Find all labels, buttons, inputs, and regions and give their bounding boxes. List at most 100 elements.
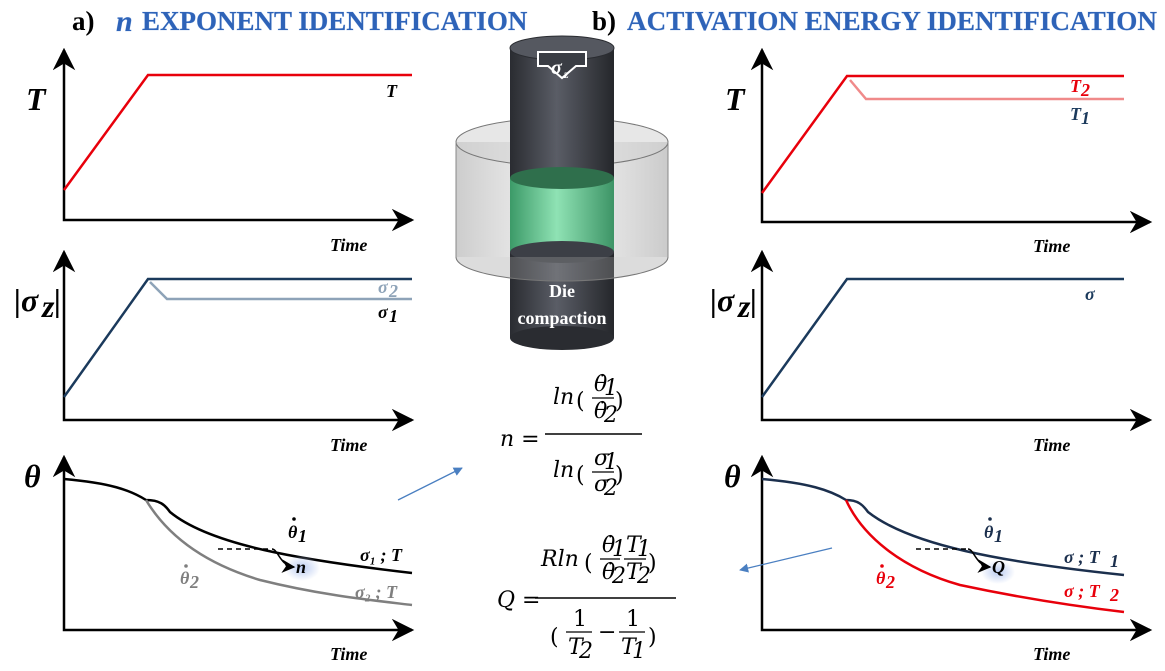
x-axis-label: Time — [1033, 644, 1070, 664]
curve-1-label: σ₁ ; T — [360, 545, 403, 565]
theta-dot-2-dot — [184, 564, 188, 568]
curve-2-label: σ ; T — [1064, 581, 1101, 601]
eq-Q-t1-sub: 1 — [612, 537, 626, 562]
sigma-2-sub: 2 — [388, 281, 398, 301]
sample-top — [510, 167, 614, 189]
theta-dot-1-sub: 1 — [994, 526, 1003, 546]
die-compaction-illustration: σ z Die compaction — [455, 35, 669, 350]
connector-arrow-b — [739, 547, 833, 573]
x-axis-label: Time — [1033, 236, 1070, 256]
load-arrow — [537, 51, 587, 80]
theta-dot-1-dot — [988, 517, 992, 521]
panel-a-symbol: n — [116, 5, 133, 38]
panel-b-letter: b) — [592, 6, 616, 36]
y-axis-label-sub: z — [41, 288, 55, 324]
panel-b-temperature-plot: T Time T 2 T 1 — [725, 47, 1153, 256]
T1-label: T — [1070, 104, 1082, 124]
eq-Q-den-one-a: 1 — [573, 607, 587, 632]
sigma-1-label: σ — [378, 302, 389, 322]
eq-Q-num-lparen: ( — [584, 551, 593, 576]
panel-b-stress-plot: |σ z | Time σ — [710, 249, 1153, 455]
panel-a-temperature-plot: T Time T — [26, 47, 415, 255]
theta-dot-2-sub: 2 — [189, 572, 199, 592]
panel-a-density-plot: θ Time n θ 1 θ 2 σ₁ ; T σ₂ ; T — [24, 454, 415, 664]
eq-n-num-top: θ̇ — [594, 372, 607, 397]
panel-b-title: ACTIVATION ENERGY IDENTIFICATION — [627, 6, 1158, 36]
theta-dot-2-dot — [880, 564, 884, 568]
x-axis-label: Time — [330, 235, 367, 255]
eq-n-den-lparen: ( — [576, 463, 585, 488]
temperature-curve-label: T — [386, 81, 398, 101]
powder-sample — [510, 178, 614, 252]
cylinder-caption-1: Die — [549, 281, 575, 301]
sigma-label: σ — [1085, 284, 1096, 304]
density-curve-2 — [144, 499, 413, 607]
y-axis-label: T — [725, 81, 746, 117]
eq-Q-T2: T — [626, 560, 643, 585]
y-axis-label: θ — [24, 458, 41, 494]
theta-dot-1-sub: 1 — [298, 526, 307, 546]
eq-Q-num-rparen: ) — [648, 551, 657, 576]
axes — [750, 454, 1153, 642]
result-Q-label: Q — [992, 557, 1005, 577]
T2-label: T — [1070, 76, 1082, 96]
y-axis-label-bar: | — [750, 282, 757, 318]
theta-dot-2-sub: 2 — [885, 572, 895, 592]
eq-Q-den-rparen: ) — [648, 625, 657, 650]
eq-n-num-lparen: ( — [576, 389, 585, 414]
axes — [750, 249, 1153, 432]
equation-n: n = ln ( θ̇ 1 θ̇ 2 ) ln ( σ 1 σ 2 ) — [500, 372, 642, 501]
curve-1-label: σ ; T — [1064, 547, 1101, 567]
panel-a-header: a) n EXPONENT IDENTIFICATION — [72, 5, 528, 39]
eq-n-num-top-sub: 1 — [604, 376, 618, 401]
theta-dot-2: θ — [876, 568, 886, 588]
die-shell-bottom — [455, 256, 669, 282]
eq-Q-den-T2: T — [568, 635, 585, 660]
eq-n-den-fn: ln — [553, 458, 574, 483]
theta-dot-1-dot — [292, 517, 296, 521]
T1-sub: 1 — [1081, 108, 1090, 128]
stress-curve-low — [149, 281, 412, 301]
eq-Q-minus: − — [598, 620, 616, 645]
x-axis-label: Time — [1033, 435, 1070, 455]
load-label: σ — [551, 57, 563, 79]
panel-b-header: b) ACTIVATION ENERGY IDENTIFICATION — [592, 6, 1158, 37]
temperature-curve-T1 — [849, 79, 1124, 101]
theta-dot-1: θ — [288, 522, 298, 542]
connector-arrow-a — [397, 467, 463, 501]
panel-a-stress-plot: |σ z | Time σ 2 σ 1 — [14, 249, 415, 455]
eq-Q-den-one-b: 1 — [626, 607, 640, 632]
load-sub: z — [563, 67, 569, 81]
eq-Q-den-T2-sub: 2 — [578, 639, 593, 664]
eq-n-num-fn: ln — [553, 385, 574, 410]
eq-Q-t1: θ̇ — [602, 533, 615, 558]
panel-b-density-plot: θ Time Q θ 1 θ 2 σ ; T 1 σ ; T 2 — [724, 454, 1153, 664]
eq-Q-t2-sub: 2 — [611, 564, 626, 589]
theta-dot-1: θ — [984, 522, 994, 542]
sigma-2-label: σ — [378, 277, 389, 297]
curve-2-sub: 2 — [1109, 585, 1119, 605]
result-n-label: n — [296, 557, 306, 577]
curve-1-sub: 1 — [1110, 551, 1119, 571]
panel-a-title: EXPONENT IDENTIFICATION — [142, 6, 528, 36]
eq-n-den-bot: σ — [594, 472, 610, 497]
eq-n-num-rparen: ) — [615, 389, 624, 414]
eq-n-num-bot-sub: 2 — [603, 403, 618, 428]
axes — [750, 47, 1153, 234]
y-axis-label-bar: | — [54, 282, 61, 318]
lower-punch-top — [510, 241, 614, 263]
eq-Q-den-T1-sub: 1 — [632, 639, 646, 664]
y-axis-label: |σ — [14, 282, 39, 318]
eq-Q-T1-sub: 1 — [637, 537, 651, 562]
eq-Q-T2-sub: 2 — [636, 564, 651, 589]
density-curve-1 — [761, 477, 1125, 577]
y-axis-label: |σ — [710, 282, 735, 318]
eq-Q-t2: θ̇ — [602, 560, 615, 585]
sigma-1-sub: 1 — [389, 306, 398, 326]
eq-Q-num-fn: Rln — [540, 547, 579, 572]
stress-curve-high — [62, 277, 412, 398]
panel-a-letter: a) — [72, 6, 95, 36]
eq-Q-den-lparen: ( — [550, 625, 559, 650]
die-shell-edges — [455, 142, 669, 257]
